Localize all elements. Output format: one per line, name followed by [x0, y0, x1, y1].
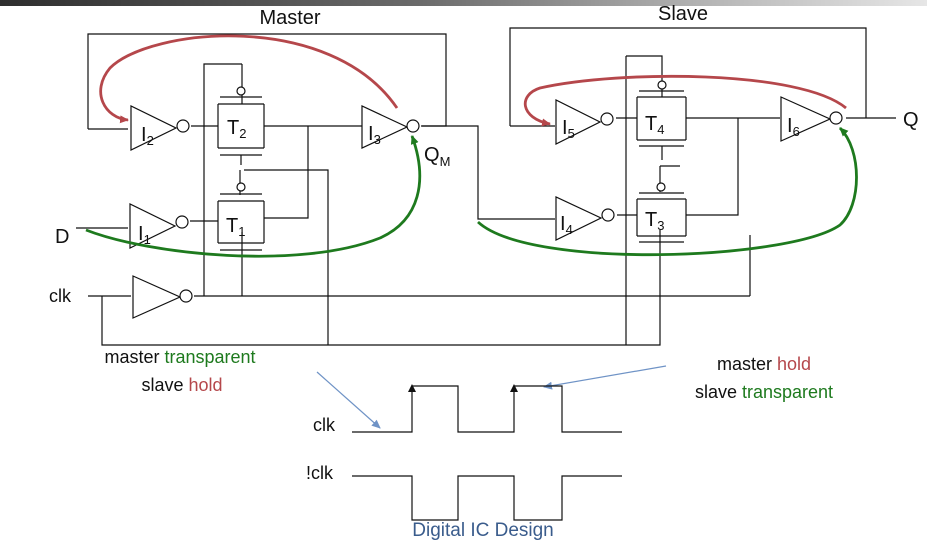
- master-transparent-path-green: [85, 135, 422, 258]
- slave-wiring: [509, 27, 896, 346]
- transmission-gate-t3: T3: [636, 182, 687, 243]
- clk-waveform: [352, 385, 622, 433]
- inverter-clk: [132, 275, 193, 319]
- svg-text:I3: I3: [368, 123, 381, 147]
- clk-waveform-label: clk: [313, 415, 336, 435]
- d-input-label: D: [55, 226, 69, 248]
- inverter-i6: I6: [780, 96, 843, 142]
- nclk-waveform-label: !clk: [306, 463, 334, 483]
- master-title: Master: [259, 7, 320, 29]
- slave-title: Slave: [658, 3, 708, 25]
- svg-text:I6: I6: [787, 115, 800, 139]
- svg-text:T3: T3: [645, 209, 664, 233]
- q-output-label: Q: [903, 109, 919, 131]
- transmission-gate-t2: T2: [217, 86, 265, 165]
- transmission-gate-t4: T4: [636, 80, 687, 160]
- transmission-gate-t1: T1: [217, 182, 265, 251]
- clk-rising-edge-1: [408, 384, 416, 392]
- nclk-waveform: [352, 475, 622, 521]
- footer-title: Digital IC Design: [412, 520, 554, 541]
- svg-text:T4: T4: [645, 113, 664, 137]
- qm-node-label: QM: [424, 144, 450, 169]
- inverter-i1: I1: [129, 203, 189, 249]
- right-annotation-line2: slave transparent: [695, 382, 833, 402]
- svg-text:I5: I5: [562, 117, 575, 141]
- slave-transparent-path-green: [477, 127, 858, 257]
- inverter-i3: I3: [361, 105, 420, 149]
- clk-input-label: clk: [49, 286, 72, 306]
- left-pointer-arrow: [316, 371, 381, 429]
- svg-text:I1: I1: [138, 223, 151, 247]
- slide-top-bar: [0, 0, 927, 6]
- svg-text:I2: I2: [141, 124, 154, 148]
- svg-text:T1: T1: [226, 215, 245, 239]
- right-pointer-arrow: [543, 365, 667, 390]
- left-annotation-line1: master transparent: [104, 347, 255, 367]
- inverter-i5: I5: [555, 99, 614, 145]
- svg-text:T2: T2: [227, 117, 246, 141]
- slave-hold-path-red: [523, 74, 847, 127]
- left-annotation-line2: slave hold: [141, 375, 222, 395]
- right-annotation-line1: master hold: [717, 354, 811, 374]
- inverter-i2: I2: [130, 105, 190, 151]
- svg-text:I4: I4: [560, 213, 573, 237]
- inverter-i4: I4: [555, 196, 615, 241]
- master-hold-path-red: [99, 34, 399, 124]
- clk-rising-edge-2: [510, 384, 518, 392]
